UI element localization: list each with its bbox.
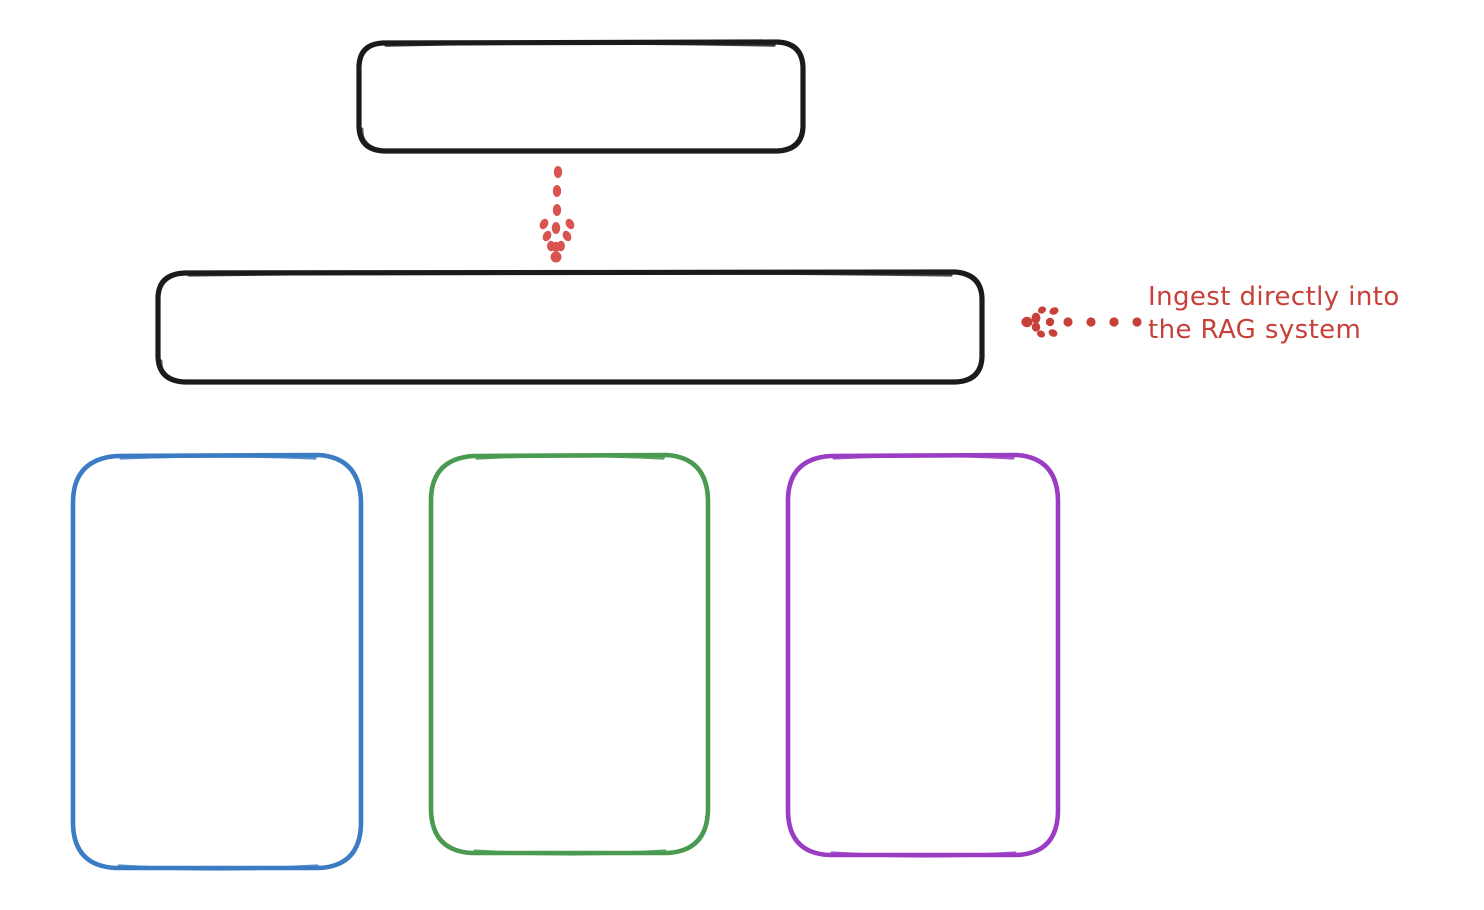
key-value-io-title: KeyValueIO (set_key, delete_key, get): [460, 564, 679, 666]
ingest-arrow: [1021, 306, 1142, 338]
relational-io-index: SQLTable: [865, 712, 981, 743]
vector-io-title: VectorIO (insert_chunks, delete_chunks, …: [114, 554, 320, 691]
node-rag-tool[interactable]: RAG Tool: [155, 269, 985, 385]
node-vector-io[interactable]: VectorIO (insert_chunks, delete_chunks, …: [69, 452, 365, 872]
agent-to-rag-arrow: [539, 166, 575, 263]
rag-tool-label: RAG Tool: [507, 311, 633, 343]
agent-label: AGENT: [523, 80, 639, 112]
node-agent[interactable]: AGENT: [356, 39, 806, 154]
key-value-io-index: KeyValueIndex: [470, 713, 669, 745]
ingest-annotation-label: Ingest directly into the RAG system: [1148, 282, 1400, 346]
node-key-value-io[interactable]: KeyValueIO (set_key, delete_key, get) Ke…: [427, 452, 712, 857]
relational-io-title: RelationalIO (insert_sql, query_sql): [844, 566, 1002, 665]
vector-io-index: VectorIndex: [136, 738, 298, 770]
node-relational-io[interactable]: RelationalIO (insert_sql, query_sql) SQL…: [784, 452, 1062, 859]
